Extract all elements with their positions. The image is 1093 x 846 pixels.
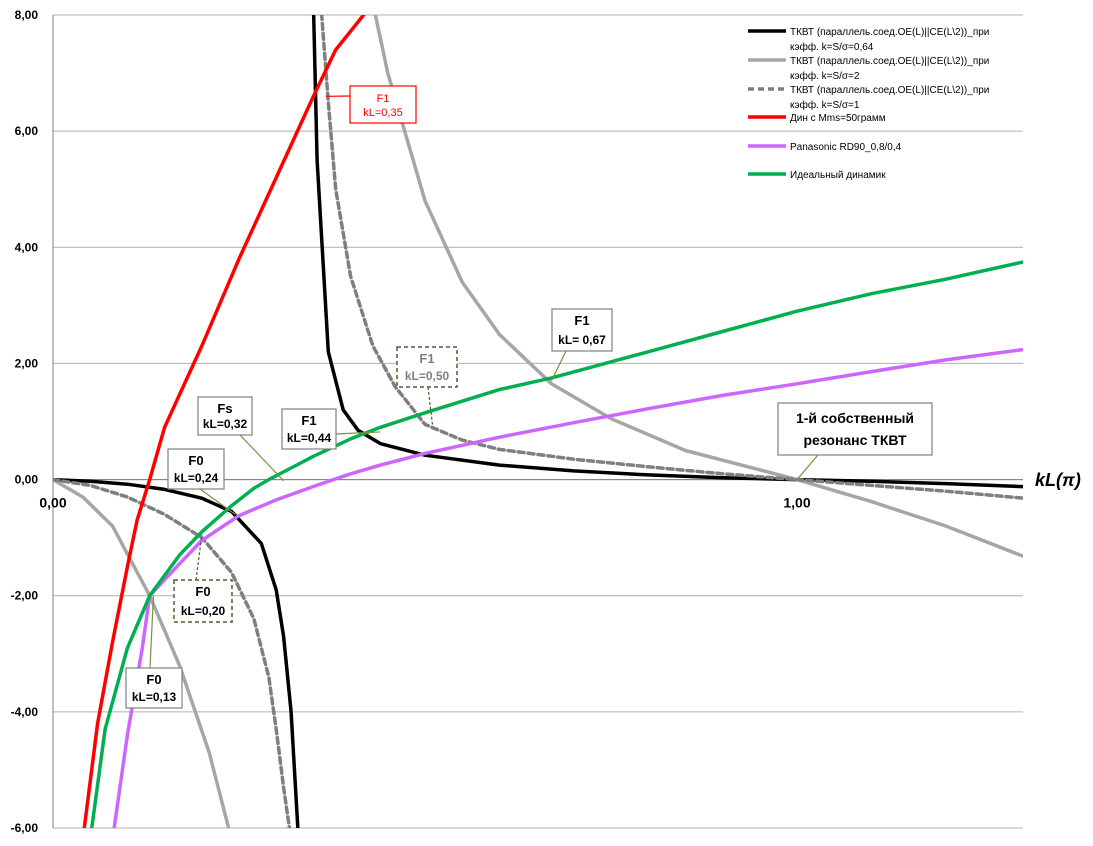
legend-label-0: ТКВТ (параллель.соед.OE(L)||CE(L\2))_при bbox=[790, 27, 989, 38]
annotation-box-f1-red bbox=[349, 85, 417, 124]
annotation-value-f1-044: kL=0,44 bbox=[287, 431, 332, 445]
annotation-box-f1-050 bbox=[396, 346, 458, 388]
annotation-leader-f0-020 bbox=[195, 534, 203, 581]
annotation-leader-f0-013 bbox=[149, 595, 155, 669]
legend-label-2: ТКВТ (параллель.соед.OE(L)||CE(L\2))_при bbox=[790, 85, 989, 96]
y-tick-label: 0,00 bbox=[15, 473, 39, 487]
series-line-3 bbox=[82, 15, 366, 828]
annotation-leader-resonance bbox=[796, 454, 819, 480]
legend-label-1: ТКВТ (параллель.соед.OE(L)||CE(L\2))_при bbox=[790, 56, 989, 67]
y-tick-label: -4,00 bbox=[11, 705, 39, 719]
annotation-value-f1-red: kL=0,35 bbox=[363, 107, 402, 119]
annotation-box-fs bbox=[197, 396, 253, 436]
x-tick-label: 0,00 bbox=[39, 495, 66, 511]
annotation-leader-f1-044 bbox=[335, 431, 381, 435]
annotation-title-fs: Fs bbox=[217, 401, 232, 416]
y-tick-label: -6,00 bbox=[11, 821, 39, 835]
y-tick-label: -2,00 bbox=[11, 589, 39, 603]
x-tick-label: 1,00 bbox=[783, 495, 810, 511]
annotation-box-f1-044 bbox=[281, 408, 337, 450]
x-axis-label: kL(π) bbox=[1035, 470, 1081, 490]
annotation-box-f0-013 bbox=[125, 667, 183, 709]
annotation-box-f1-067 bbox=[551, 308, 613, 352]
annotation-title-f0-013: F0 bbox=[146, 672, 161, 687]
legend-label-4: Panasonic RD90_0,8/0,4 bbox=[790, 142, 902, 153]
annotation-title-f0-020: F0 bbox=[195, 584, 210, 599]
legend-label-3: Дин с Mms=50грамм bbox=[790, 113, 886, 124]
annotation-box-resonance bbox=[777, 402, 933, 456]
annotation-title-resonance: 1-й собственный bbox=[796, 410, 914, 426]
y-tick-label: 4,00 bbox=[15, 240, 39, 254]
annotation-value-resonance: резонанс ТКВТ bbox=[803, 432, 907, 448]
series-line-2 bbox=[53, 15, 1023, 828]
annotation-leader-f1-050 bbox=[427, 386, 434, 425]
annotation-value-f1-050: kL=0,50 bbox=[405, 369, 450, 383]
y-tick-label: 6,00 bbox=[15, 124, 39, 138]
annotation-title-f1-044: F1 bbox=[301, 413, 316, 428]
annotation-box-f0-020 bbox=[173, 579, 233, 623]
legend-label-1: кэфф. k=S/σ=2 bbox=[790, 70, 860, 82]
annotation-value-f1-067: kL= 0,67 bbox=[558, 333, 606, 347]
legend-label-0: кэфф. k=S/σ=0,64 bbox=[790, 41, 874, 53]
annotation-leader-f0-024 bbox=[199, 488, 236, 515]
annotation-value-f0-013: kL=0,13 bbox=[132, 690, 177, 704]
annotation-leader-fs bbox=[239, 434, 285, 482]
annotation-value-fs: kL=0,32 bbox=[203, 417, 248, 431]
annotation-value-f0-024: kL=0,24 bbox=[174, 471, 219, 485]
annotation-title-f0-024: F0 bbox=[188, 453, 203, 468]
y-tick-label: 8,00 bbox=[15, 8, 39, 22]
annotation-title-f1-067: F1 bbox=[574, 313, 589, 328]
annotation-title-f1-050: F1 bbox=[419, 351, 434, 366]
legend: ТКВТ (параллель.соед.OE(L)||CE(L\2))_при… bbox=[748, 27, 989, 181]
annotation-title-f1-red: F1 bbox=[377, 93, 390, 105]
y-tick-label: 2,00 bbox=[15, 356, 39, 370]
annotation-value-f0-020: kL=0,20 bbox=[181, 604, 226, 618]
annotation-box-f0-024 bbox=[167, 448, 225, 490]
legend-label-5: Идеальный динамик bbox=[790, 170, 886, 181]
legend-label-2: кэфф. k=S/σ=1 bbox=[790, 99, 860, 111]
axis-labels: -6,00 -4,00 -2,00 0,00 2,00 4,00 6,00 8,00 0,00 1… bbox=[11, 8, 811, 835]
annotation-leader-f1-067 bbox=[550, 350, 567, 382]
